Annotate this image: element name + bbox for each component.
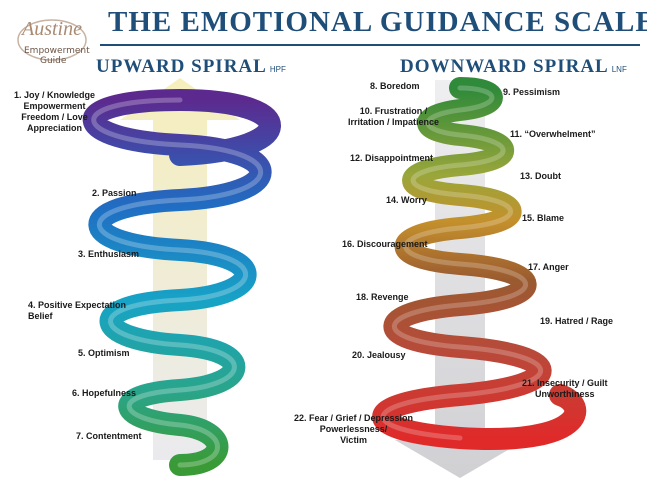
upward-tag: HPF [269,65,286,74]
down-label-16: 16. Discouragement [342,239,428,249]
upward-spiral-highlight [91,97,263,468]
up-label-7: 7. Contentment [76,431,142,441]
down-label-18: 18. Revenge [356,292,409,302]
upward-spiral [82,89,281,476]
downward-title: DOWNWARD SPIRAL [400,56,609,77]
down-label-10: 10. Frustration /Irritation / Impatience [348,106,440,127]
downward-arrow [395,80,525,478]
down-label-13: 13. Doubt [520,171,562,181]
page-title: THE EMOTIONAL GUIDANCE SCALE [108,6,647,38]
up-label-6: 6. Hopefulness [72,388,137,398]
downward-spiral-highlight [380,85,544,441]
logo-line-2: Guide [40,56,67,66]
logo-script: Austine [22,18,82,40]
downward-spiral [372,77,587,450]
logo-line-1: Empowerment [24,46,90,56]
upward-arrow [120,78,240,460]
title-divider [100,44,640,46]
up-label-3: 3. Enthusiasm [78,249,140,259]
logo: Austine Empowerment Guide [12,18,96,68]
down-label-17: 17. Anger [528,262,569,272]
down-label-20: 20. Jealousy [352,350,406,360]
down-label-9: 9. Pessimism [503,87,561,97]
down-label-8: 8. Boredom [370,81,420,91]
up-label-5: 5. Optimism [78,348,130,358]
downward-tag: LNF [611,65,627,74]
upward-title: UPWARD SPIRAL [96,56,267,77]
down-label-11: 11. “Overwhelment” [510,129,596,139]
logo-swirl-icon [17,19,87,61]
up-label-2: 2. Passion [92,188,137,198]
down-label-12: 12. Disappointment [350,153,434,163]
down-label-14: 14. Worry [386,195,427,205]
down-label-19: 19. Hatred / Rage [540,316,614,326]
down-label-15: 15. Blame [522,213,565,223]
